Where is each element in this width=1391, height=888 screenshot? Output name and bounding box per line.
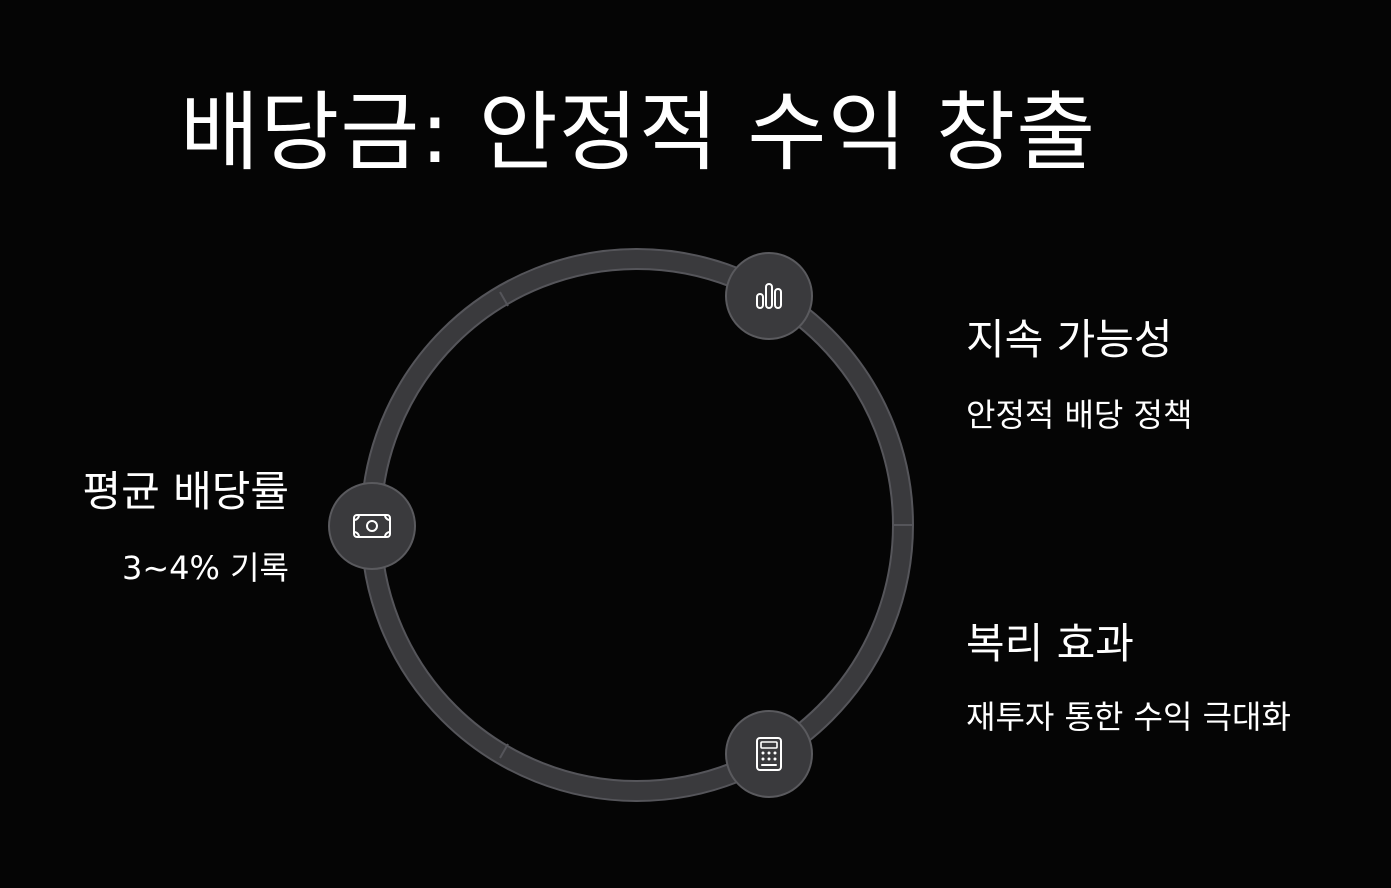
banknote-icon	[353, 514, 391, 538]
item-desc-compound-effect: 재투자 통한 수익 극대화	[966, 698, 1291, 736]
item-title-compound-effect: 복리 효과	[966, 619, 1134, 668]
ring-divider	[499, 291, 509, 307]
item-title-average-yield: 평균 배당률	[82, 467, 289, 516]
item-desc-average-yield: 3~4% 기록	[122, 549, 289, 587]
calculator-node	[725, 710, 813, 798]
item-desc-sustainability: 안정적 배당 정책	[966, 396, 1193, 434]
bar-chart-node	[725, 252, 813, 340]
item-title-sustainability: 지속 가능성	[966, 315, 1173, 364]
ring-divider	[499, 743, 509, 759]
calculator-icon	[756, 737, 782, 771]
bar-chart-icon	[756, 283, 782, 309]
page-title: 배당금: 안정적 수익 창출	[180, 83, 1097, 183]
banknote-node	[328, 482, 416, 570]
